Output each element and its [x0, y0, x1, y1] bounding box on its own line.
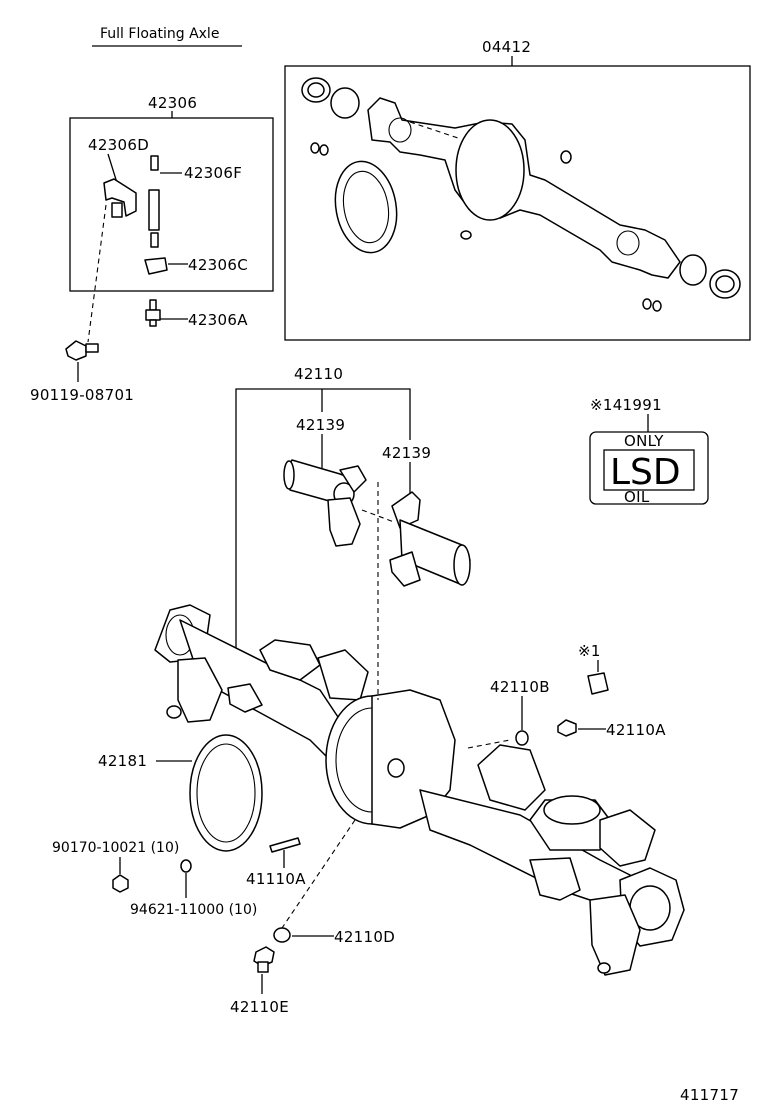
plate-1-drawing — [587, 672, 609, 695]
lsd-tag-middle: LSD — [610, 452, 681, 493]
washer-94621-drawing — [180, 859, 192, 873]
label-90170-10021[interactable]: 90170-10021 (10) — [52, 840, 179, 856]
label-42110D[interactable]: 42110D — [334, 928, 395, 946]
axle-housing-drawing — [154, 604, 685, 976]
label-42110E[interactable]: 42110E — [230, 998, 289, 1016]
label-42306F[interactable]: 42306F — [184, 164, 242, 182]
label-42110[interactable]: 42110 — [294, 365, 343, 383]
label-42181[interactable]: 42181 — [98, 752, 147, 770]
lsd-tag-top: ONLY — [624, 432, 664, 450]
label-42139-left[interactable]: 42139 — [296, 416, 345, 434]
plug-dashed-guide — [281, 819, 356, 929]
label-90119-08701[interactable]: 90119-08701 — [30, 386, 134, 404]
label-42110A[interactable]: 42110A — [606, 721, 666, 739]
nut-90170-drawing — [112, 874, 129, 893]
label-42306A[interactable]: 42306A — [188, 311, 248, 329]
diagram-subtitle: Full Floating Axle — [100, 26, 219, 42]
nut-dashed-guide — [467, 739, 511, 749]
label-42306[interactable]: 42306 — [148, 94, 197, 112]
lsd-oil-tag: ONLY LSD OIL — [589, 431, 709, 506]
label-42139-right[interactable]: 42139 — [382, 444, 431, 462]
plug-42110D-drawing — [273, 927, 291, 943]
differential-carrier-kit-drawing — [301, 77, 741, 312]
kit-04412-box — [284, 65, 751, 341]
bolt-dashed-guide — [87, 204, 107, 343]
label-42110B[interactable]: 42110B — [490, 678, 550, 696]
gasket-42181-drawing — [189, 734, 263, 852]
axle-tube-42139-right-drawing — [389, 491, 471, 587]
label-42306D[interactable]: 42306D — [88, 136, 149, 154]
tube-dashed-guide — [361, 509, 395, 523]
label-04412[interactable]: 04412 — [482, 38, 531, 56]
plug-42110E-drawing — [253, 946, 275, 973]
stud-41110A-drawing — [269, 837, 301, 853]
lsd-tag-bottom: OIL — [624, 488, 650, 506]
label-1[interactable]: ※1 — [578, 642, 601, 660]
bolt-90119-drawing — [65, 340, 99, 361]
bracket-42306D-drawing — [103, 178, 137, 218]
axle-tube-42139-left-drawing — [283, 459, 367, 547]
label-94621-11000[interactable]: 94621-11000 (10) — [130, 902, 257, 918]
bolt-42110A-drawing — [557, 719, 577, 737]
nut-42110B-drawing — [515, 730, 529, 746]
label-42306C[interactable]: 42306C — [188, 256, 248, 274]
breather-plug-42306A-drawing — [145, 299, 161, 327]
kit-42306-box — [69, 117, 274, 292]
label-41110A[interactable]: 41110A — [246, 870, 306, 888]
diagram-number: 411717 — [680, 1086, 739, 1104]
breather-parts-drawing — [144, 155, 168, 275]
label-141991[interactable]: ※141991 — [590, 396, 662, 414]
leader-42110-bracket — [235, 388, 411, 660]
